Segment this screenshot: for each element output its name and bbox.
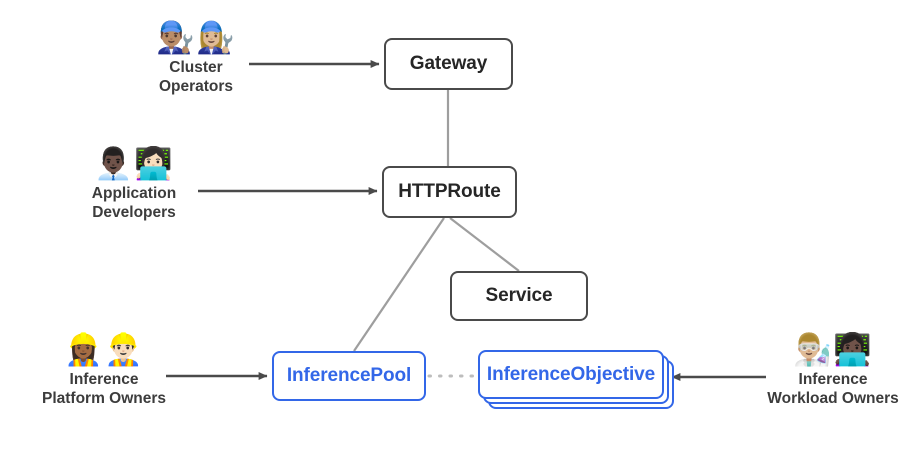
actor-cluster-operators-label: Cluster Operators [159, 58, 233, 98]
actor-application-developers[interactable]: 👨🏿‍💼👩🏻‍💻 Application Developers [68, 146, 200, 224]
inference-workload-owners-icon: 👨🏼‍🔬👩🏿‍💻 [793, 332, 873, 367]
actor-cluster-operators[interactable]: 👨🏽‍🔧👩🏼‍🔧 Cluster Operators [133, 20, 259, 98]
application-developers-icon: 👨🏿‍💼👩🏻‍💻 [94, 146, 174, 181]
actor-application-developers-label-line2: Developers [92, 204, 176, 222]
connector-httproute-to-service [449, 217, 520, 272]
actor-application-developers-label: Application Developers [92, 184, 176, 224]
actor-inference-platform-owners[interactable]: 👷🏾‍♀️👷🏻‍♂️ Inference Platform Owners [28, 332, 180, 410]
actor-inference-platform-owners-label-line2: Platform Owners [41, 390, 167, 408]
node-inferenceobjective[interactable]: InferenceObjective [478, 350, 664, 399]
actor-inference-platform-owners-label-line1: Inference [69, 370, 139, 388]
node-inferencepool-label: InferencePool [286, 365, 412, 386]
node-httproute[interactable]: HTTPRoute [382, 166, 517, 218]
actor-inference-workload-owners-label: Inference Workload Owners [767, 370, 899, 410]
actor-inference-workload-owners-label-line2: Workload Owners [767, 390, 899, 408]
node-httproute-label: HTTPRoute [398, 181, 501, 202]
node-gateway[interactable]: Gateway [384, 38, 513, 90]
actor-cluster-operators-label-line2: Operators [158, 78, 234, 96]
node-service[interactable]: Service [450, 271, 588, 321]
node-gateway-label: Gateway [409, 53, 488, 74]
node-service-label: Service [485, 285, 553, 306]
actor-inference-workload-owners-label-line1: Inference [798, 370, 868, 388]
actor-cluster-operators-label-line1: Cluster [169, 58, 223, 76]
node-inferenceobjective-label: InferenceObjective [486, 363, 656, 385]
connector-httproute-to-inferencepool [353, 217, 445, 352]
actor-application-developers-label-line1: Application [91, 184, 177, 202]
cluster-operators-icon: 👨🏽‍🔧👩🏼‍🔧 [156, 20, 236, 55]
inference-platform-owners-icon: 👷🏾‍♀️👷🏻‍♂️ [64, 332, 144, 367]
node-inferencepool[interactable]: InferencePool [272, 351, 426, 401]
actor-inference-platform-owners-label: Inference Platform Owners [42, 370, 166, 410]
actor-inference-workload-owners[interactable]: 👨🏼‍🔬👩🏿‍💻 Inference Workload Owners [764, 332, 902, 410]
